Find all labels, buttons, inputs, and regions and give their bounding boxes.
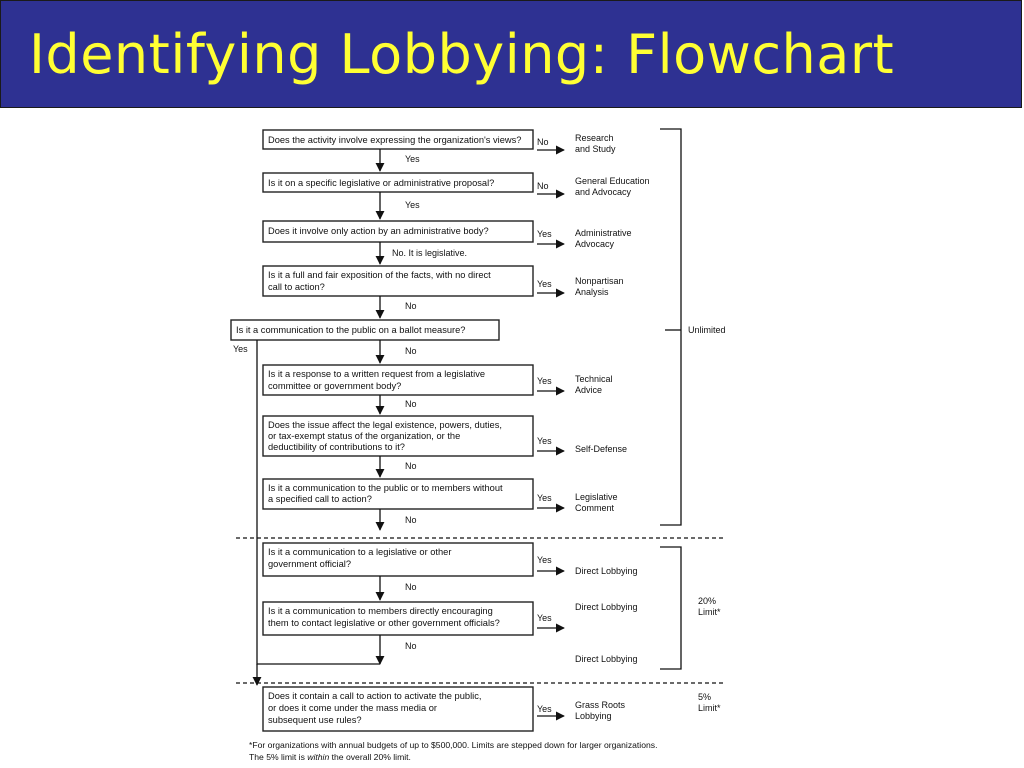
outcome-label-yes: Yes — [537, 279, 552, 289]
question-box-11 — [262, 686, 534, 732]
outcome-label-yes: Yes — [537, 436, 552, 446]
bracket-unlimited — [660, 128, 682, 526]
limit-twenty-percent: Limit* — [698, 607, 721, 617]
question-9-text: government official? — [268, 559, 351, 569]
outcome-label-yes: Yes — [537, 493, 552, 503]
result-grass-roots-lobbying: Grass Roots — [575, 700, 626, 710]
result-legislative-comment: Legislative — [575, 492, 618, 502]
slide-title: Identifying Lobbying: Flowchart — [29, 23, 895, 86]
result-direct-lobbying: Direct Lobbying — [575, 654, 638, 664]
result-nonpartisan-analysis: Nonpartisan — [575, 276, 624, 286]
outcome-label-yes: Yes — [537, 613, 552, 623]
question-box-8 — [262, 478, 534, 510]
question-box-4 — [262, 265, 534, 297]
flow-label-no-legislative: No. It is legislative. — [392, 248, 467, 258]
result-administrative-advocacy: Advocacy — [575, 239, 615, 249]
question-11-text: subsequent use rules? — [268, 715, 362, 725]
question-1-text: Does the activity involve expressing the… — [268, 135, 521, 145]
question-4-text: call to action? — [268, 282, 325, 292]
question-box-9 — [262, 542, 534, 577]
question-box-6 — [262, 364, 534, 396]
question-box-5 — [230, 319, 500, 341]
flow-label-yes: Yes — [405, 200, 420, 210]
limit-unlimited: Unlimited — [688, 325, 726, 335]
question-8-text: Is it a communication to the public or t… — [268, 483, 503, 493]
result-grass-roots-lobbying: Lobbying — [575, 711, 612, 721]
flow-label-no: No — [405, 641, 417, 651]
question-11-text: or does it come under the mass media or — [268, 703, 437, 713]
flow-label-no: No — [405, 515, 417, 525]
question-7-text: or tax-exempt status of the organization… — [268, 431, 460, 441]
question-4-text: Is it a full and fair exposition of the … — [268, 270, 491, 280]
result-technical-advice: Advice — [575, 385, 602, 395]
footnote-line-2: The 5% limit is within the overall 20% l… — [249, 752, 411, 762]
result-direct-lobbying: Direct Lobbying — [575, 602, 638, 612]
limit-five-percent: Limit* — [698, 703, 721, 713]
flow-label-yes: Yes — [405, 154, 420, 164]
outcome-label-no: No — [537, 137, 549, 147]
result-administrative-advocacy: Administrative — [575, 228, 632, 238]
question-5-text: Is it a communication to the public on a… — [236, 325, 465, 335]
footnote-line-1: *For organizations with annual budgets o… — [249, 740, 657, 750]
question-10-text: them to contact legislative or other gov… — [268, 618, 500, 628]
bracket-twenty-percent — [660, 546, 682, 670]
outcome-label-yes: Yes — [537, 376, 552, 386]
question-6-text: Is it a response to a written request fr… — [268, 369, 485, 379]
flow-label-no: No — [405, 461, 417, 471]
outcome-label-no: No — [537, 181, 549, 191]
result-technical-advice: Technical — [575, 374, 613, 384]
result-self-defense: Self-Defense — [575, 444, 627, 454]
result-nonpartisan-analysis: Analysis — [575, 287, 609, 297]
question-6-text: committee or government body? — [268, 381, 401, 391]
question-7-text: Does the issue affect the legal existenc… — [268, 420, 502, 430]
flow-label-no: No — [405, 346, 417, 356]
question-8-text: a specified call to action? — [268, 494, 372, 504]
question-box-1 — [262, 129, 534, 150]
title-bar: Identifying Lobbying: Flowchart — [0, 0, 1022, 108]
question-11-text: Does it contain a call to action to acti… — [268, 691, 481, 701]
question-box-10 — [262, 601, 534, 636]
outcome-label-yes: Yes — [537, 229, 552, 239]
result-research-and-study: and Study — [575, 144, 616, 154]
flow-label-no: No — [405, 399, 417, 409]
limit-twenty-percent: 20% — [698, 596, 716, 606]
limit-five-percent: 5% — [698, 692, 711, 702]
question-9-text: Is it a communication to a legislative o… — [268, 547, 451, 557]
question-box-7 — [262, 415, 534, 457]
result-direct-lobbying: Direct Lobbying — [575, 566, 638, 576]
result-general-education: General Education — [575, 176, 650, 186]
outcome-label-yes: Yes — [537, 555, 552, 565]
question-7-text: deductibility of contributions to it? — [268, 442, 405, 452]
question-box-3 — [262, 220, 534, 243]
result-general-education: and Advocacy — [575, 187, 632, 197]
ballot-yes-label: Yes — [233, 344, 248, 354]
question-2-text: Is it on a specific legislative or admin… — [268, 178, 494, 188]
outcome-label-yes: Yes — [537, 704, 552, 714]
flow-label-no: No — [405, 582, 417, 592]
question-10-text: Is it a communication to members directl… — [268, 606, 493, 616]
result-research-and-study: Research — [575, 133, 614, 143]
flow-label-no: No — [405, 301, 417, 311]
question-3-text: Does it involve only action by an admini… — [268, 226, 489, 236]
question-box-2 — [262, 172, 534, 193]
result-legislative-comment: Comment — [575, 503, 615, 513]
